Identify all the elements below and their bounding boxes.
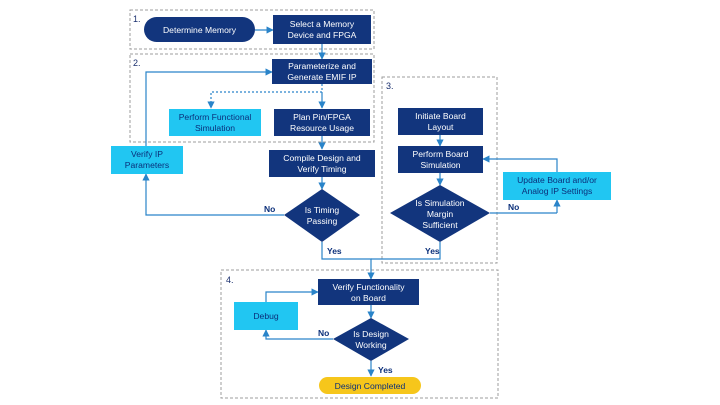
parameterize-label-2: Generate EMIF IP — [287, 72, 357, 82]
parameterize-node — [272, 59, 372, 84]
plan-pin-label-2: Resource Usage — [290, 123, 354, 133]
arrow-timing-yes-to-verify-functionality — [321, 242, 375, 280]
determine-memory-node — [144, 17, 255, 42]
working-decision-node — [333, 318, 409, 361]
board-sim-label-1: Perform Board — [413, 149, 469, 159]
initiate-board-label-1: Initiate Board — [415, 111, 466, 121]
select-device-node — [273, 15, 371, 44]
design-completed-node — [319, 377, 421, 394]
verify-functionality-label-2: on Board — [351, 293, 386, 303]
design-completed-label: Design Completed — [335, 381, 406, 391]
margin-decision-label-3: Sufficient — [422, 220, 458, 230]
update-board-label-1: Update Board and/or — [517, 175, 597, 185]
section-1-box — [129, 9, 375, 50]
arrow-timing-no-to-verify-ip — [142, 173, 284, 216]
verify-functionality-label-1: Verify Functionality — [332, 282, 405, 292]
working-no-label: No — [318, 328, 329, 338]
determine-memory-label: Determine Memory — [163, 25, 237, 35]
functional-sim-node — [169, 109, 261, 136]
arrow-parameterize-to-functional-sim — [207, 84, 323, 109]
compile-design-label-1: Compile Design and — [283, 153, 361, 163]
margin-yes-label: Yes — [425, 246, 440, 256]
timing-no-label: No — [264, 204, 275, 214]
board-sim-node — [398, 146, 483, 173]
functional-sim-label-1: Perform Functional — [179, 112, 252, 122]
initiate-board-label-2: Layout — [428, 122, 454, 132]
debug-node — [234, 302, 298, 330]
timing-decision-label-1: Is Timing — [305, 205, 340, 215]
margin-decision-node — [390, 185, 490, 242]
arrow-update-to-board-sim — [482, 155, 558, 172]
verify-ip-label-2: Parameters — [125, 160, 169, 170]
margin-no-label: No — [508, 202, 519, 212]
plan-pin-label-1: Plan Pin/FPGA — [293, 112, 351, 122]
update-board-node — [503, 172, 611, 200]
plan-pin-node — [274, 109, 370, 136]
working-decision-label-2: Working — [355, 340, 387, 350]
debug-label: Debug — [253, 311, 279, 321]
arrow-margin-yes-to-verify-functionality — [371, 242, 441, 260]
board-sim-label-2: Simulation — [420, 160, 460, 170]
working-yes-label: Yes — [378, 365, 393, 375]
margin-decision-label-1: Is Simulation — [415, 198, 464, 208]
arrow-working-no-to-debug — [262, 329, 333, 340]
select-device-label-2: Device and FPGA — [288, 30, 357, 40]
timing-decision-node — [284, 189, 360, 242]
section-3-box — [381, 76, 498, 264]
initiate-board-node — [398, 108, 483, 135]
timing-yes-label: Yes — [327, 246, 342, 256]
section-4-box — [220, 269, 499, 399]
section-4-label: 4. — [226, 275, 234, 285]
verify-functionality-node — [318, 279, 419, 305]
select-device-label-1: Select a Memory — [290, 19, 355, 29]
verify-ip-node — [111, 146, 183, 174]
section-2-label: 2. — [133, 58, 141, 68]
update-board-label-2: Analog IP Settings — [522, 186, 593, 196]
functional-sim-label-2: Simulation — [195, 123, 235, 133]
verify-ip-label-1: Verify IP — [131, 149, 163, 159]
compile-design-node — [269, 150, 375, 177]
section-1-label: 1. — [133, 14, 141, 24]
arrow-verify-ip-to-parameterize — [145, 68, 273, 146]
compile-design-label-2: Verify Timing — [297, 164, 346, 174]
working-decision-label-1: Is Design — [353, 329, 389, 339]
arrow-debug-to-verify-functionality — [265, 288, 319, 302]
timing-decision-label-2: Passing — [307, 216, 338, 226]
section-2-box — [129, 53, 375, 143]
parameterize-label-1: Parameterize and — [288, 61, 356, 71]
margin-decision-label-2: Margin — [427, 209, 453, 219]
section-3-label: 3. — [386, 81, 394, 91]
